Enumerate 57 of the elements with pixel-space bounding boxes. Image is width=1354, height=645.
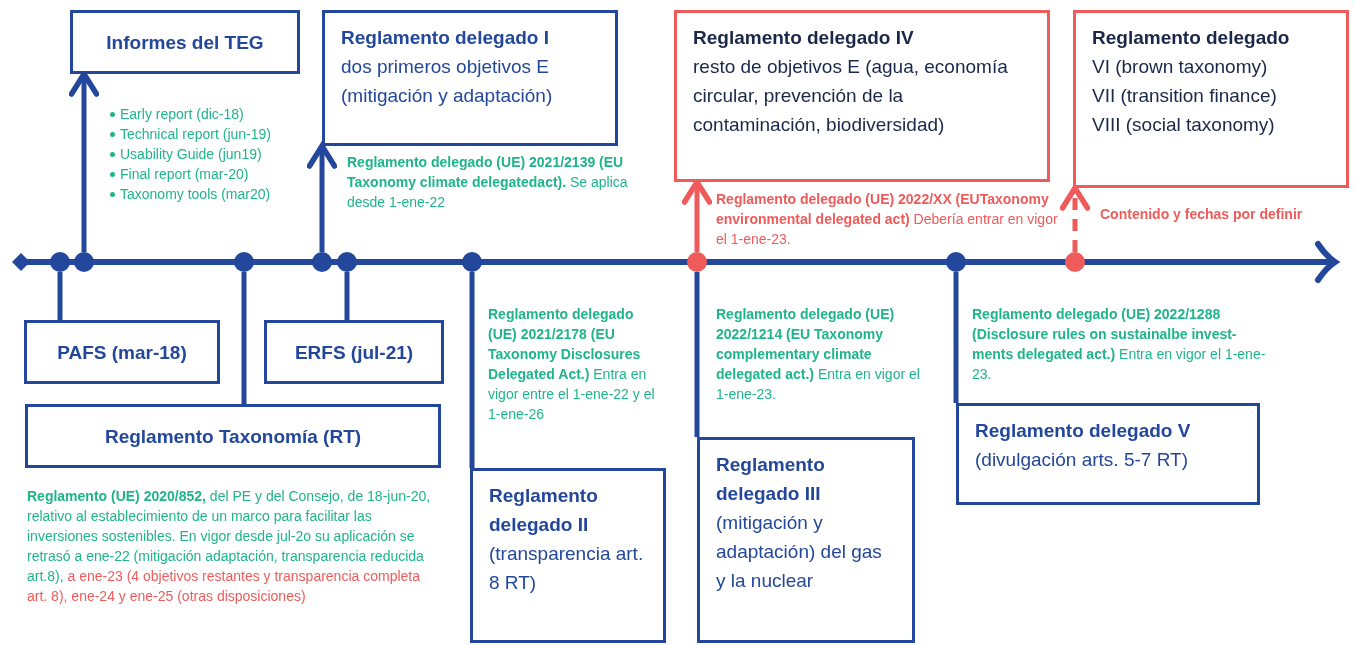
caption-text: Reglamento delegado (UE) 2021/2139 (EU Taxonomy climate delegatedact). Se aplica desde 1-ene-22 (347, 153, 629, 212)
box-title: Reglamento delegado (1092, 26, 1291, 50)
timeline-box (24, 320, 220, 384)
list-item: Early report (dic-18) (120, 105, 244, 124)
timeline-box (1073, 10, 1349, 188)
timeline-box (264, 320, 444, 384)
timeline-dot (462, 252, 482, 272)
list-item: Usability Guide (jun19) (120, 145, 262, 164)
timeline-dot (946, 252, 966, 272)
caption-text: Reglamento delegado (UE) 2021/2178 (EU Taxonomy Disclosures Delegated Act.) Entra en vigor entre el 1-ene-22 y el 1-ene-26 (488, 305, 656, 424)
box-text: VII (transition finance) (1092, 84, 1278, 108)
connector-arrow (1059, 185, 1091, 252)
timeline-box (956, 403, 1260, 505)
caption-text: Reglamento delegado (UE) 2022/1288 (Disclosure rules on sustainalbe invest- ments delegated act.) Entra en vigor el 1-ene-23. (972, 305, 1267, 384)
caption-text: Reglamento delegado (UE) 2022/XX (EUTaxonomy environmental delegated act) Debería entrar en vigor el 1-ene-23. (716, 190, 1059, 249)
connector-arrow (306, 143, 338, 252)
box-title: Reglamento delegado I (341, 26, 550, 50)
box-text: VI (brown taxonomy) (1092, 55, 1269, 79)
timeline-box (674, 10, 1050, 182)
caption-text: Reglamento delegado (UE) 2022/1214 (EU Taxonomy complementary climate delegated act.) Entra en vigor el 1-ene-23. (716, 305, 921, 404)
timeline-dot (312, 252, 332, 272)
timeline-dot (337, 252, 357, 272)
timeline-dot (50, 252, 70, 272)
box-text: dos primeros objetivos E (mitigación y adaptación) (341, 55, 554, 108)
caption-text: Reglamento (UE) 2020/852, del PE y del Consejo, de 18-jun-20, relativo al establecimiento de un marco para facilitar las inversiones sostenibles. En vigor desde jul-2o su aplicación se retrasó a ene-22 (mitigación adaptación, transparencia reducida art.8), a ene-23 (4 objetivos restantes y transparencia completa art. 8), ene-24 y ene-25 (otras disposiciones) (27, 487, 432, 606)
list-item: Technical report (jun-19) (120, 125, 271, 144)
box-text: (transparencia art. 8 RT) (489, 542, 645, 595)
timeline-dot (74, 252, 94, 272)
timeline-dot (1065, 252, 1085, 272)
list-item: Final report (mar-20) (120, 165, 249, 184)
caption-text: Contenido y fechas por definir (1100, 205, 1304, 224)
box-title: Reglamento delegado V (975, 419, 1192, 443)
timeline-dot (687, 252, 707, 272)
list-item: Taxonomy tools (mar20) (120, 185, 271, 204)
connector-line (953, 272, 959, 403)
timeline-box (470, 468, 666, 643)
box-text: resto de objetivos E (agua, economía circular, prevención de la contaminación, biodiversidad) (693, 55, 1009, 137)
box-title: Reglamento Taxonomía (RT) (104, 424, 362, 449)
timeline-box (70, 10, 300, 74)
box-title: PAFS (mar-18) (57, 340, 187, 365)
timeline-box (697, 437, 915, 643)
box-title: Reglamento delegado III (716, 453, 826, 506)
box-text: VIII (social taxonomy) (1092, 113, 1276, 137)
connector-line (344, 272, 350, 320)
box-title: Reglamento delegado IV (693, 26, 915, 50)
box-text: (mitigación y adaptación) del gas y la nuclear (716, 511, 883, 593)
box-title: Informes del TEG (106, 30, 264, 55)
connector-line (241, 272, 247, 404)
timeline-dot (234, 252, 254, 272)
connector-line (694, 272, 700, 437)
connector-line (57, 272, 63, 320)
box-text: (divulgación arts. 5-7 RT) (975, 448, 1189, 472)
connector-line (469, 272, 475, 468)
box-title: ERFS (jul-21) (294, 340, 414, 365)
timeline-box (25, 404, 441, 468)
timeline-box (322, 10, 618, 146)
box-title: Reglamento delegado II (489, 484, 599, 537)
